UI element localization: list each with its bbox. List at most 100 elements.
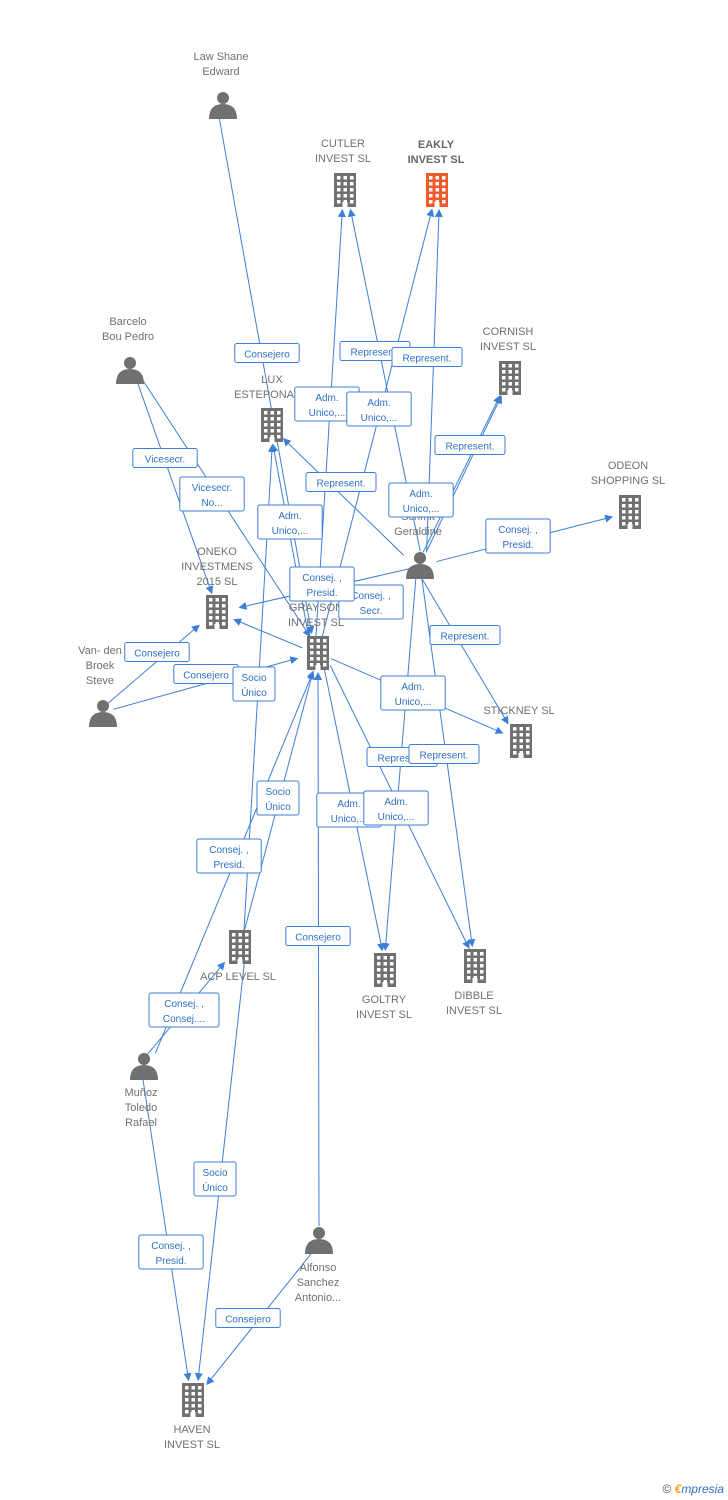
building-icon-window — [435, 194, 439, 198]
building-icon — [374, 953, 396, 987]
building-icon-window — [310, 657, 314, 661]
building-icon-window — [435, 188, 439, 192]
building-icon-window — [513, 733, 517, 737]
building-icon-window — [215, 622, 219, 626]
building-icon-window — [467, 964, 471, 968]
building-icon-window — [622, 504, 626, 508]
edge-label-box[interactable]: Vicesecr. — [132, 448, 198, 468]
edge-label-box[interactable]: Represent. — [305, 472, 377, 492]
edge-label-box[interactable]: Vicesecr.No... — [179, 476, 245, 512]
node-acp[interactable]: ACP LEVEL SL — [200, 930, 276, 983]
edge-label-box[interactable]: Consej. ,Presid. — [485, 518, 551, 554]
person-icon — [116, 357, 144, 384]
edge-label-text: Vicesecr. — [145, 455, 185, 466]
building-icon-window — [390, 968, 394, 972]
node-label: INVEST SL — [315, 153, 371, 165]
node-label: Rafael — [125, 1117, 157, 1129]
node-label: Law Shane — [193, 51, 248, 63]
building-icon-window — [264, 423, 268, 427]
edge-line — [270, 443, 310, 640]
node-label: Steve — [86, 675, 114, 687]
edge-label-box[interactable]: Consej. ,Consej.... — [148, 992, 220, 1028]
node-alfonso[interactable]: AlfonsoSanchezAntonio... — [295, 1227, 341, 1304]
node-label: GRAYSON — [289, 602, 343, 614]
person-icon-head — [217, 92, 229, 104]
edge-label-box[interactable]: Consejero — [173, 664, 239, 684]
edge-label-frame — [289, 566, 355, 602]
edge-label-text: Unico,... — [361, 413, 398, 424]
building-icon-window — [526, 745, 530, 749]
edge-label-frame — [338, 584, 404, 620]
edge-label-text: Consejero — [183, 671, 229, 682]
building-icon-window — [628, 504, 632, 508]
edge-label-box[interactable]: Consej. ,Presid. — [196, 838, 262, 874]
building-icon-window — [337, 182, 341, 186]
edge-label-box[interactable]: Consej. ,Presid. — [138, 1234, 204, 1270]
edge-label-box[interactable]: Adm.Unico,... — [380, 675, 446, 711]
building-icon-door — [237, 959, 243, 964]
edge-label-frame — [257, 504, 323, 540]
building-icon-window — [383, 968, 387, 972]
building-icon-window — [429, 194, 433, 198]
building-icon-window — [191, 1398, 195, 1402]
edge-label-box[interactable]: Represent. — [408, 744, 480, 764]
edge-label-box[interactable]: Consejero — [124, 642, 190, 662]
edge-label-frame — [305, 472, 377, 492]
edge-label-text: Adm. — [401, 682, 424, 693]
building-icon-window — [185, 1404, 189, 1408]
building-icon-window — [390, 980, 394, 984]
edge-line — [107, 624, 200, 705]
building-icon-window — [222, 598, 226, 602]
edge-label-text: Socio — [265, 787, 290, 798]
edge-label-text: Vicesecr. — [192, 483, 232, 494]
edge-label-box[interactable]: Consejero — [234, 343, 300, 363]
edge-label-frame — [434, 435, 506, 455]
building-icon-window — [343, 200, 347, 204]
edge-label-box[interactable]: Consej. ,Secr. — [338, 584, 404, 620]
edge-label-box[interactable]: Consejero — [215, 1308, 281, 1328]
building-icon-window — [316, 651, 320, 655]
edge-label-frame — [391, 347, 463, 367]
edge-label-box[interactable]: Consej. ,Presid. — [289, 566, 355, 602]
building-icon-window — [232, 933, 236, 937]
edge-label-box[interactable]: Consejero — [285, 926, 351, 946]
edge-line — [233, 618, 303, 649]
building-icon-window — [473, 964, 477, 968]
node-stickney[interactable]: STICKNEY SL — [483, 705, 555, 758]
building-icon-window — [622, 516, 626, 520]
edge-label-box[interactable]: Adm.Unico,... — [363, 790, 429, 826]
edge-label-frame — [485, 518, 551, 554]
building-icon — [229, 930, 251, 964]
edge-label-box[interactable]: Represent. — [429, 625, 501, 645]
building-icon-window — [270, 435, 274, 439]
edge-label-box[interactable]: Adm.Unico,... — [257, 504, 323, 540]
edge-label-box[interactable]: Represent. — [391, 347, 463, 367]
building-icon-window — [323, 645, 327, 649]
edge-label-box[interactable]: Represent. — [434, 435, 506, 455]
node-schmit[interactable]: SchmitGeraldine — [394, 511, 442, 579]
edge-label-text: Adm. — [409, 489, 432, 500]
building-icon-window — [238, 933, 242, 937]
edge-label-box[interactable]: Adm.Unico,... — [388, 482, 454, 518]
edge-label-box[interactable]: Adm.Unico,... — [346, 391, 412, 427]
node-label: EAKLY — [418, 139, 455, 151]
edge-label-frame — [234, 343, 300, 363]
node-label: DIBBLE — [454, 990, 493, 1002]
